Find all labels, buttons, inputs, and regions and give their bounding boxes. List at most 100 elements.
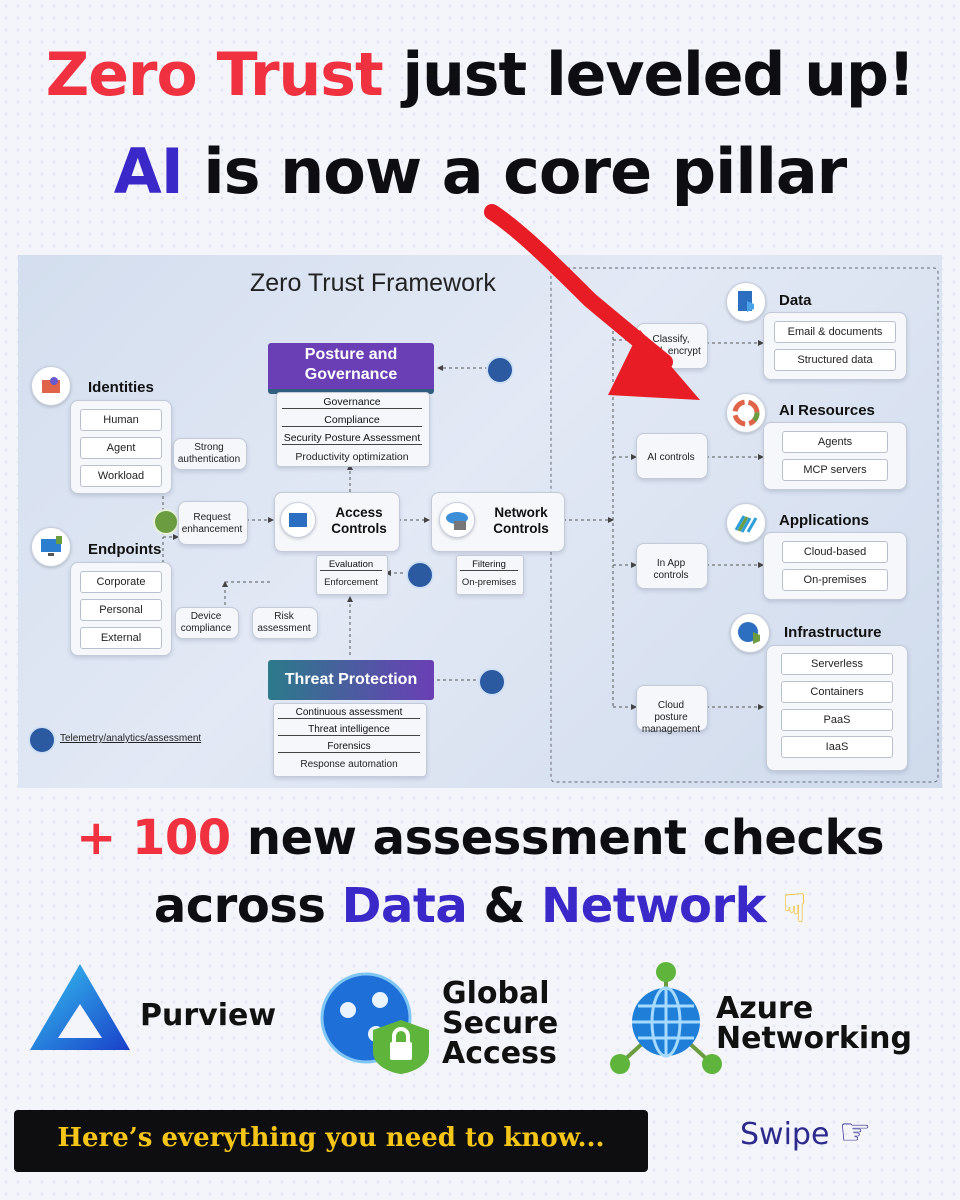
threat-response: Response automation	[300, 759, 398, 770]
subheadline-network: Network	[541, 878, 767, 934]
subheadline-across: across	[153, 878, 342, 934]
identities-icon	[31, 366, 71, 406]
subheadline-rest-1: new assessment checks	[230, 810, 885, 866]
ai-resources-icon	[726, 393, 766, 433]
infra-iaas: IaaS	[781, 736, 893, 758]
gsa-label-line-2: Secure	[442, 1006, 559, 1041]
applications-label: Applications	[779, 512, 870, 529]
access-controls-label: Access Controls	[331, 505, 387, 536]
azure-label-line-1: Azure	[716, 991, 814, 1026]
posture-spa: Security Posture Assessment	[282, 432, 422, 445]
strong-auth-box	[173, 438, 247, 470]
telemetry-legend-icon	[28, 726, 56, 754]
gsa-label-line-1: Global	[442, 976, 550, 1011]
cloud-posture-box	[636, 685, 708, 731]
network-on-premises: On-premises	[461, 577, 517, 588]
data-icon	[726, 282, 766, 322]
posture-compliance: Compliance	[282, 414, 422, 427]
in-app-label: In App controls	[653, 558, 689, 581]
classify-label: Classify, label, encrypt	[641, 334, 701, 357]
subheadline-amp: &	[467, 878, 542, 934]
swipe-label: Swipe	[740, 1117, 830, 1152]
headline-rest-1: just leveled up!	[382, 40, 916, 110]
risk-assessment-box	[252, 607, 318, 639]
headline-line-1: Zero Trust just leveled up!	[0, 40, 960, 110]
network-sub-box	[456, 555, 524, 595]
pointing-right-hand-icon: ☞	[838, 1112, 872, 1153]
network-controls-icon	[439, 502, 475, 538]
gsa-label-line-3: Access	[442, 1036, 557, 1071]
telemetry-gauge-icon-2	[406, 561, 434, 589]
ai-agents: Agents	[782, 431, 888, 453]
request-enhancement-label: Request enhancement	[181, 512, 243, 535]
data-email: Email & documents	[774, 321, 896, 343]
endpoint-external: External	[80, 627, 162, 649]
threat-forensics: Forensics	[278, 741, 420, 753]
network-filtering: Filtering	[460, 559, 518, 571]
access-evaluation: Evaluation	[320, 559, 382, 571]
telemetry-gauge-icon	[486, 356, 514, 384]
network-controls-label: Network Controls	[493, 505, 549, 536]
pointing-down-emoji: ☟	[782, 886, 807, 932]
posture-governance: Governance	[282, 396, 422, 409]
subheadline-data: Data	[341, 878, 468, 934]
diagram-title: Zero Trust Framework	[250, 269, 496, 297]
ai-controls-box	[636, 433, 708, 479]
infra-containers: Containers	[781, 681, 893, 703]
purview-label: Purview	[140, 998, 277, 1033]
posture-governance-header: Posture and Governance	[268, 343, 434, 394]
subheadline-line-2: across Data & Network ☟	[0, 878, 960, 934]
data-label: Data	[779, 292, 812, 309]
applications-icon	[726, 503, 766, 543]
diagram-connectors	[162, 267, 939, 783]
cta-banner[interactable]: Here’s everything you need to know...	[14, 1110, 648, 1172]
purview-logo	[30, 964, 130, 1050]
risk-assessment-label: Risk assessment	[257, 611, 311, 634]
ai-mcp-servers: MCP servers	[782, 459, 888, 481]
infrastructure-icon	[730, 613, 770, 653]
azure-networking-logo	[610, 962, 722, 1074]
zero-trust-diagram: Zero Trust Framework Identities Human Ag…	[18, 255, 942, 788]
identity-workload: Workload	[80, 465, 162, 487]
access-sub-box	[316, 555, 388, 595]
swipe-hint[interactable]: Swipe ☞	[740, 1112, 871, 1153]
ai-controls-label: AI controls	[647, 452, 695, 463]
global-secure-access-logo	[320, 972, 429, 1074]
headline-rest-2: is now a core pillar	[182, 135, 847, 208]
posture-productivity: Productivity optimization	[295, 451, 409, 463]
identities-label: Identities	[88, 379, 154, 396]
threat-intel: Threat intelligence	[278, 724, 420, 736]
subheadline-plus-100: + 100	[76, 810, 231, 866]
endpoint-corporate: Corporate	[80, 571, 162, 593]
posture-list-box	[276, 392, 430, 467]
headline-accent-ai: AI	[113, 135, 184, 208]
infrastructure-label: Infrastructure	[784, 624, 882, 641]
subheadline-line-1: + 100 new assessment checks	[0, 810, 960, 866]
telemetry-legend-label: Telemetry/analytics/assessment	[60, 733, 202, 744]
identity-human: Human	[80, 409, 162, 431]
threat-continuous: Continuous assessment	[278, 707, 420, 719]
app-on-premises: On-premises	[782, 569, 888, 591]
headline-line-2: AI is now a core pillar	[0, 135, 960, 208]
telemetry-gauge-icon-3	[478, 668, 506, 696]
endpoints-icon	[31, 527, 71, 567]
cloud-posture-label: Cloud posture management	[641, 700, 701, 735]
app-cloud-based: Cloud-based	[782, 541, 888, 563]
endpoints-label: Endpoints	[88, 541, 162, 558]
endpoint-personal: Personal	[80, 599, 162, 621]
access-controls-icon	[280, 502, 316, 538]
threat-protection-header: Threat Protection	[268, 660, 434, 700]
infra-paas: PaaS	[781, 709, 893, 731]
data-structured: Structured data	[774, 349, 896, 371]
headline-accent-zero-trust: Zero Trust	[45, 40, 384, 110]
request-enhancement-box	[178, 501, 248, 545]
device-compliance-label: Device compliance	[180, 611, 232, 634]
strong-auth-label: Strong authentication	[177, 442, 241, 465]
ai-resources-label: AI Resources	[779, 402, 875, 419]
cta-text: Here’s everything you need to know...	[57, 1123, 605, 1153]
threat-list-box	[273, 703, 427, 777]
azure-label-line-2: Networking	[716, 1021, 912, 1056]
device-compliance-box	[175, 607, 239, 639]
in-app-box	[636, 543, 708, 589]
